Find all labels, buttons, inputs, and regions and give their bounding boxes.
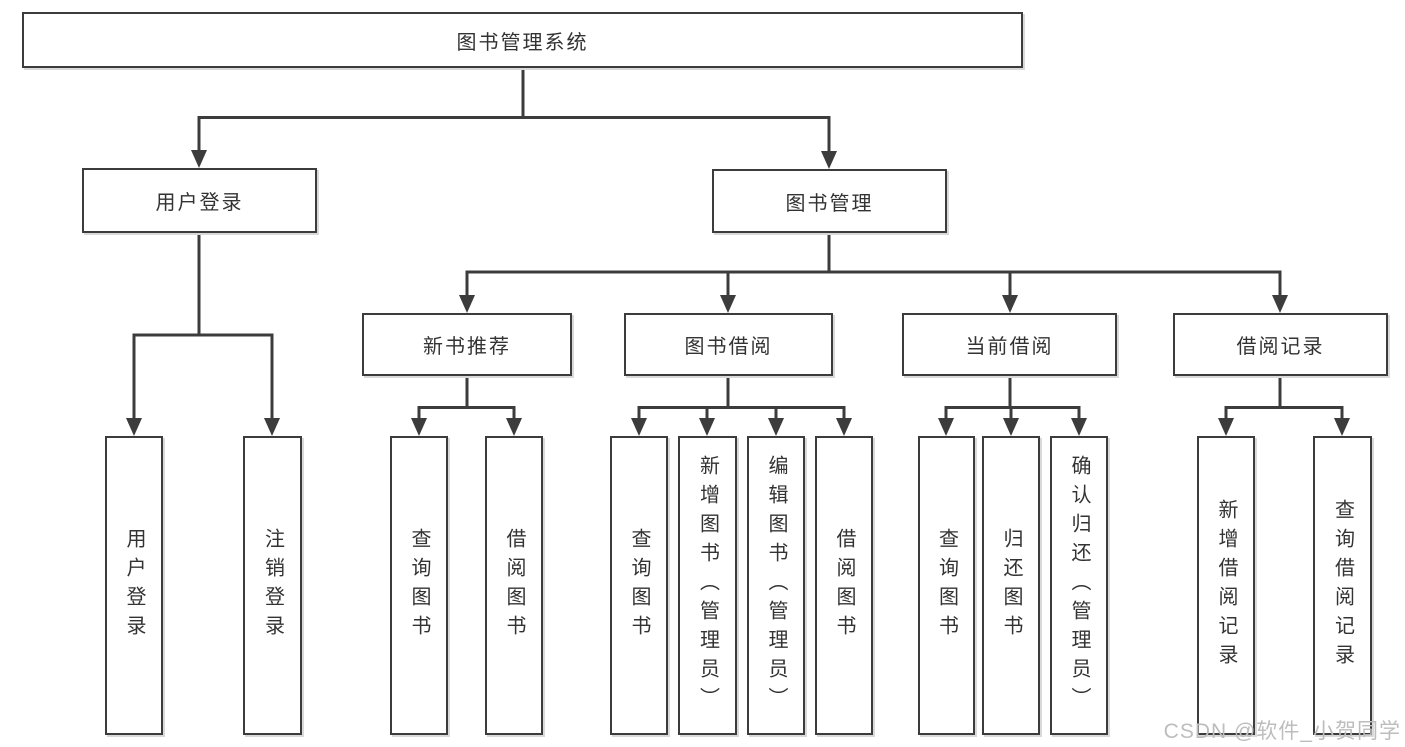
node-root: 图书管理系统 (22, 12, 1023, 68)
leaf-query-book-recommend: 查询图书 (390, 436, 448, 735)
leaf-add-book-admin: 新增图书（管理员） (678, 436, 737, 735)
node-current-borrow: 当前借阅 (902, 313, 1117, 376)
leaf-user-login: 用户登录 (105, 436, 163, 735)
node-borrow-record: 借阅记录 (1173, 313, 1388, 376)
node-new-book-recommend: 新书推荐 (362, 313, 572, 376)
node-book-borrow: 图书借阅 (624, 313, 833, 376)
leaf-borrow-book-recommend: 借阅图书 (485, 436, 543, 735)
leaf-query-borrow-record: 查询借阅记录 (1313, 436, 1372, 735)
node-book-management: 图书管理 (712, 169, 947, 233)
leaf-add-borrow-record: 新增借阅记录 (1197, 436, 1255, 735)
leaf-logout: 注销登录 (243, 436, 302, 735)
arrowhead-icons (126, 150, 1350, 436)
leaf-confirm-return-admin: 确认归还（管理员） (1050, 436, 1108, 735)
watermark: CSDN @软件_小贺同学 (1163, 720, 1401, 743)
leaf-return-book: 归还图书 (982, 436, 1040, 735)
leaf-query-book-current: 查询图书 (918, 436, 975, 735)
leaf-edit-book-admin: 编辑图书（管理员） (747, 436, 805, 735)
node-user-login: 用户登录 (82, 168, 317, 233)
leaf-borrow-book: 借阅图书 (815, 436, 873, 735)
leaf-query-book-borrow: 查询图书 (610, 436, 668, 735)
